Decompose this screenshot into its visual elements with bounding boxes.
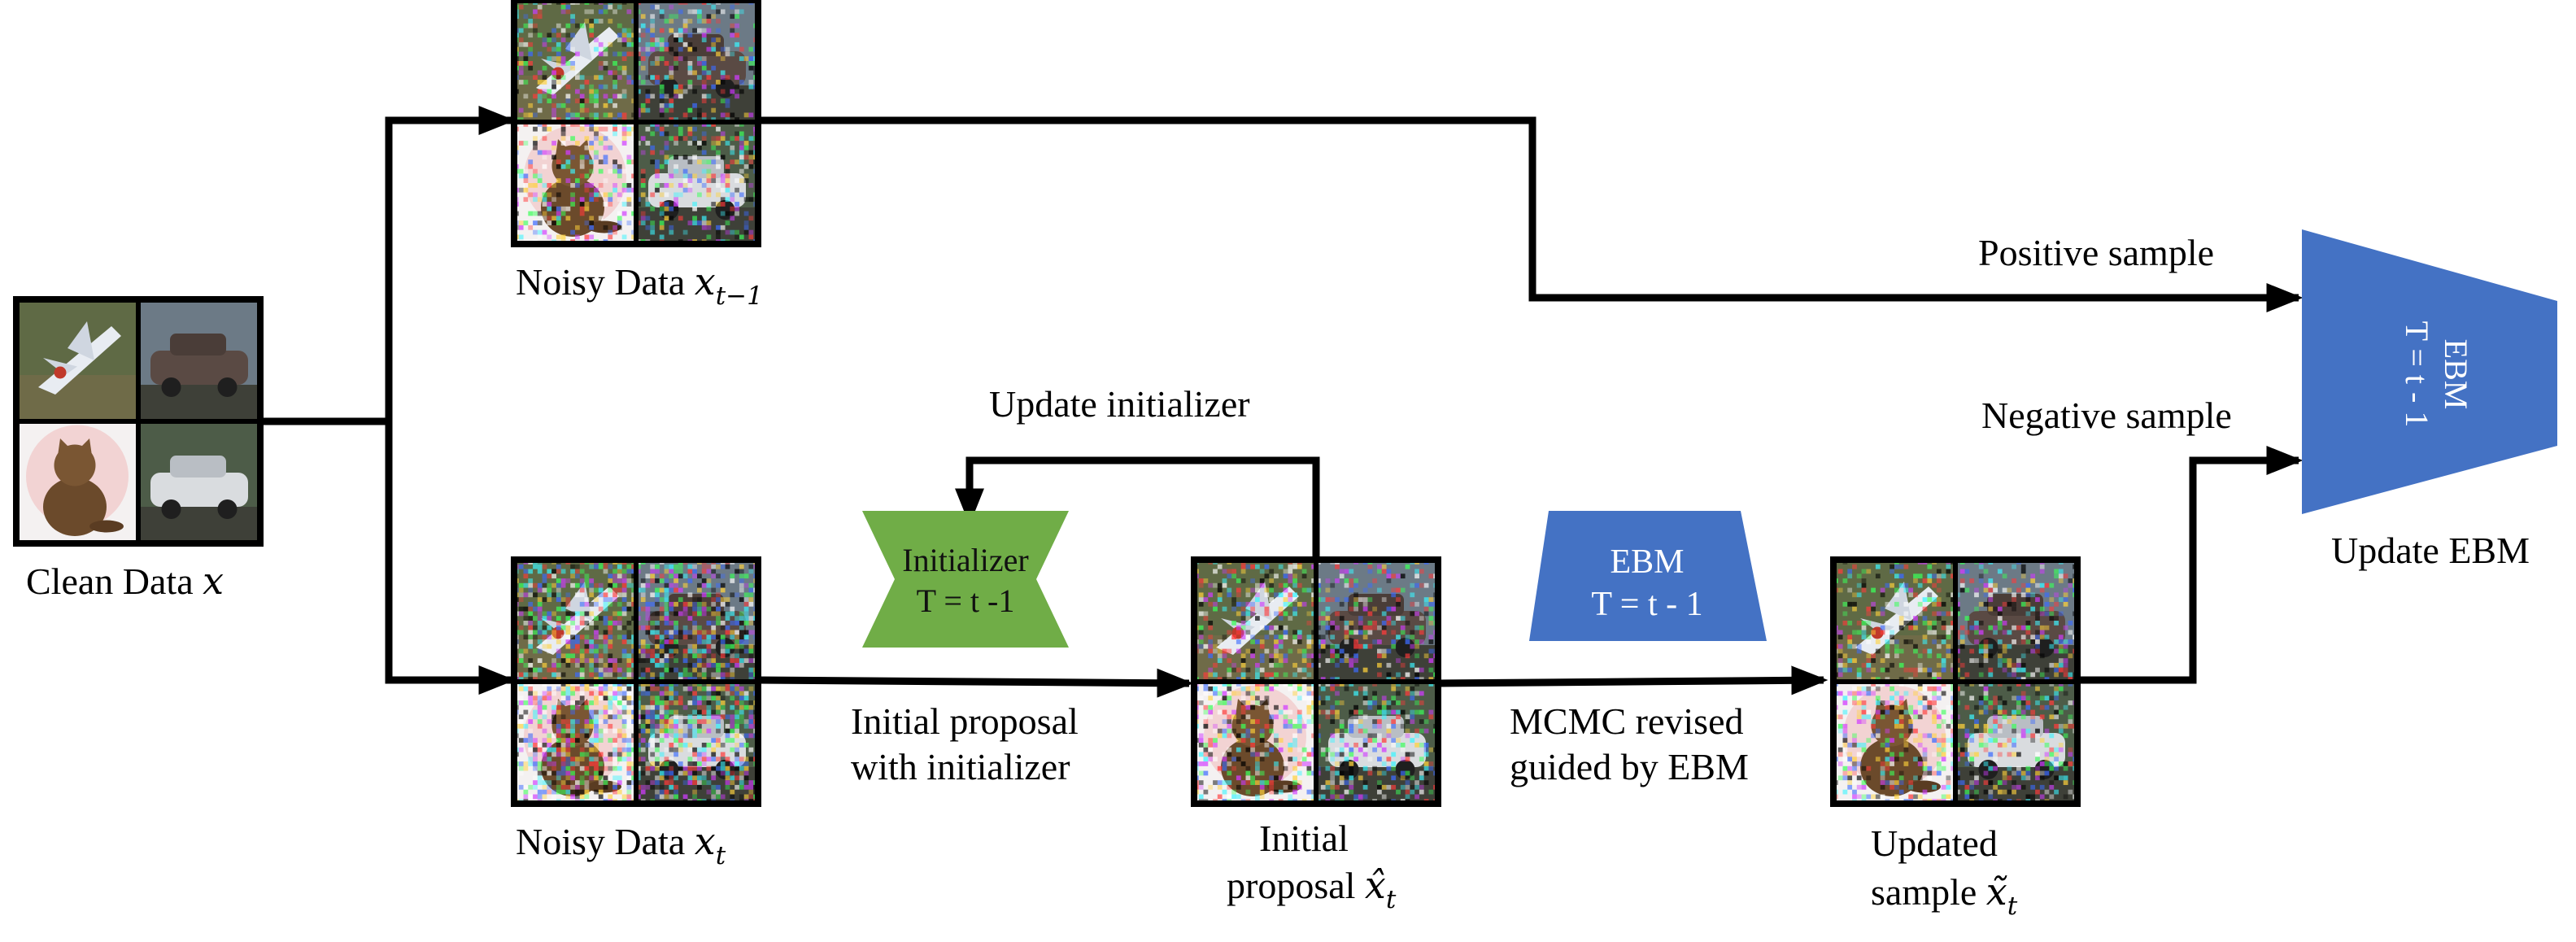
image-tile-car — [138, 299, 260, 421]
image-tile-cat — [514, 682, 636, 804]
ebm-guidance-timestep: T = t - 1 — [1591, 586, 1702, 623]
image-tile-cat — [514, 122, 636, 244]
edge-mcmc-revised — [1437, 665, 1828, 696]
edge-update-initializer — [955, 456, 1320, 560]
image-tile-airplane — [514, 560, 636, 682]
updated-sample-caption-line1: Updated — [1871, 822, 1998, 864]
image-grid-noisy-prev — [511, 0, 761, 247]
update-initializer-label: Update initializer — [989, 383, 1250, 425]
image-tile-cat — [16, 421, 138, 543]
edge-positive-sample — [758, 116, 2304, 312]
image-tile-car — [636, 560, 758, 682]
mcmc-label-line1: MCMC revised — [1510, 700, 1744, 742]
image-grid-clean — [13, 296, 264, 547]
image-tile-car — [636, 682, 758, 804]
ebm-update-label: EBM — [2438, 339, 2474, 410]
ebm-guidance-shape — [1529, 511, 1767, 641]
image-grid-updated-sample — [1830, 556, 2081, 807]
initializer-timestep: T = t -1 — [917, 582, 1015, 619]
edge-initial-proposal — [757, 668, 1194, 698]
connections — [260, 106, 2304, 698]
updated-sample-caption-line2: sample x̃t — [1871, 870, 2018, 921]
initializer-label: Initializer — [902, 542, 1028, 578]
image-tile-car — [1955, 560, 2077, 682]
ebm-guidance-label: EBM — [1610, 543, 1684, 581]
clean-data-caption: Clean Data x — [26, 559, 224, 603]
image-tile-airplane — [1194, 560, 1316, 682]
image-tile-car — [1316, 560, 1438, 682]
edge-negative-sample — [2079, 446, 2304, 684]
noisy-prev-caption: Noisy Data xt−1 — [516, 259, 763, 311]
ebm-update-shape — [2302, 229, 2557, 514]
image-tile-cat — [1833, 682, 1955, 804]
image-tile-car — [1316, 682, 1438, 804]
image-tile-airplane — [1833, 560, 1955, 682]
image-tile-car — [1955, 682, 2077, 804]
image-grid-initial-proposal — [1191, 556, 1441, 807]
edge-branch-to-noisy-prev — [385, 106, 516, 421]
initial-proposal-caption-line1: Initial — [1259, 818, 1349, 859]
update-ebm-caption: Update EBM — [2331, 530, 2530, 571]
edge-branch-to-noisy-t — [385, 421, 516, 695]
negative-sample-label: Negative sample — [1981, 395, 2232, 436]
initial-proposal-caption-line2: proposal x̂t — [1227, 863, 1397, 914]
image-tile-car — [636, 0, 758, 122]
initializer-shape — [862, 511, 1069, 648]
initializer-block: Initializer T = t -1 — [862, 511, 1069, 648]
image-tile-cat — [1194, 682, 1316, 804]
image-grid-noisy-t — [511, 556, 761, 807]
image-tile-airplane — [16, 299, 138, 421]
ebm-update-timestep: T = t - 1 — [2399, 321, 2435, 428]
ebm-guidance-block: EBM T = t - 1 — [1529, 511, 1767, 641]
image-tile-car — [138, 421, 260, 543]
image-tile-airplane — [514, 0, 636, 122]
ebm-update-block: EBM T = t - 1 — [2302, 229, 2557, 514]
image-tile-car — [636, 122, 758, 244]
initial-proposal-label-line2: with initializer — [851, 746, 1070, 787]
noisy-t-caption: Noisy Data xt — [516, 819, 726, 870]
initial-proposal-label-line1: Initial proposal — [851, 700, 1079, 742]
positive-sample-label: Positive sample — [1978, 232, 2214, 273]
mcmc-label-line2: guided by EBM — [1510, 746, 1749, 787]
